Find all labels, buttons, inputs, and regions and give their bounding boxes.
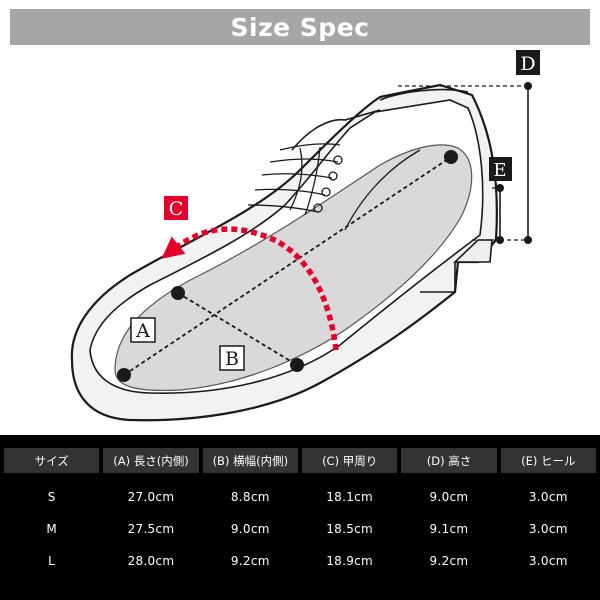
heel-cell: 3.0cm [528, 522, 568, 536]
table-row: M 27.5cm 9.0cm 18.5cm 9.1cm 3.0cm [4, 513, 596, 545]
size-cell: L [48, 554, 56, 568]
heel-cell: 3.0cm [528, 490, 568, 504]
label-e: E [489, 157, 512, 181]
girth-curve-c [161, 226, 339, 351]
size-cell: S [47, 490, 56, 504]
size-table: サイズ (A) 長さ(内側) (B) 横幅(内側) (C) 甲周り (D) 高さ… [0, 448, 600, 577]
header-length: (A) 長さ(内側) [103, 448, 199, 473]
insole [114, 144, 473, 392]
point-a-toe [117, 368, 131, 382]
point-b-outer [290, 358, 304, 372]
header-height: (D) 高さ [401, 448, 497, 473]
point-b-inner [171, 286, 185, 300]
shoe-diagram: D E C A B [70, 50, 540, 422]
label-d: D [516, 50, 540, 75]
width-cell: 9.2cm [230, 554, 270, 568]
length-cell: 27.5cm [127, 522, 175, 536]
svg-text:D: D [520, 53, 535, 75]
length-cell: 28.0cm [127, 554, 175, 568]
label-c: C [164, 196, 188, 220]
label-a: A [130, 317, 156, 343]
table-row: L 28.0cm 9.2cm 18.9cm 9.2cm 3.0cm [4, 545, 596, 577]
svg-text:C: C [169, 198, 184, 220]
girth-cell: 18.5cm [326, 522, 374, 536]
header-heel: (E) ヒール [500, 448, 596, 473]
header-size: サイズ [4, 448, 100, 473]
page-title: Size Spec [230, 12, 370, 42]
width-cell: 8.8cm [230, 490, 270, 504]
point-a-heel [444, 150, 458, 164]
heel-block [453, 239, 493, 263]
height-cell: 9.1cm [429, 522, 469, 536]
girth-cell: 18.9cm [326, 554, 374, 568]
title-banner: Size Spec [10, 9, 590, 45]
shoe-laces [247, 143, 343, 216]
table-row: S 27.0cm 8.8cm 18.1cm 9.0cm 3.0cm [4, 473, 596, 513]
svg-text:E: E [493, 160, 506, 181]
shoe-tongue [291, 109, 381, 151]
height-cell: 9.0cm [429, 490, 469, 504]
svg-text:A: A [135, 320, 150, 342]
length-line-a [123, 156, 452, 376]
width-line-b [177, 292, 298, 366]
shoe-collar [379, 88, 469, 101]
header-width: (B) 横幅(内側) [202, 448, 298, 473]
header-girth: (C) 甲周り [301, 448, 398, 473]
table-header-row: サイズ (A) 長さ(内側) (B) 横幅(内側) (C) 甲周り (D) 高さ… [4, 448, 596, 473]
length-cell: 27.0cm [127, 490, 175, 504]
label-b: B [219, 345, 245, 371]
heel-cell: 3.0cm [528, 554, 568, 568]
girth-cell: 18.1cm [326, 490, 374, 504]
size-cell: M [46, 522, 57, 536]
svg-text:B: B [225, 348, 239, 370]
width-cell: 9.0cm [230, 522, 270, 536]
height-cell: 9.2cm [429, 554, 469, 568]
size-table-panel: サイズ (A) 長さ(内側) (B) 横幅(内側) (C) 甲周り (D) 高さ… [0, 435, 600, 600]
